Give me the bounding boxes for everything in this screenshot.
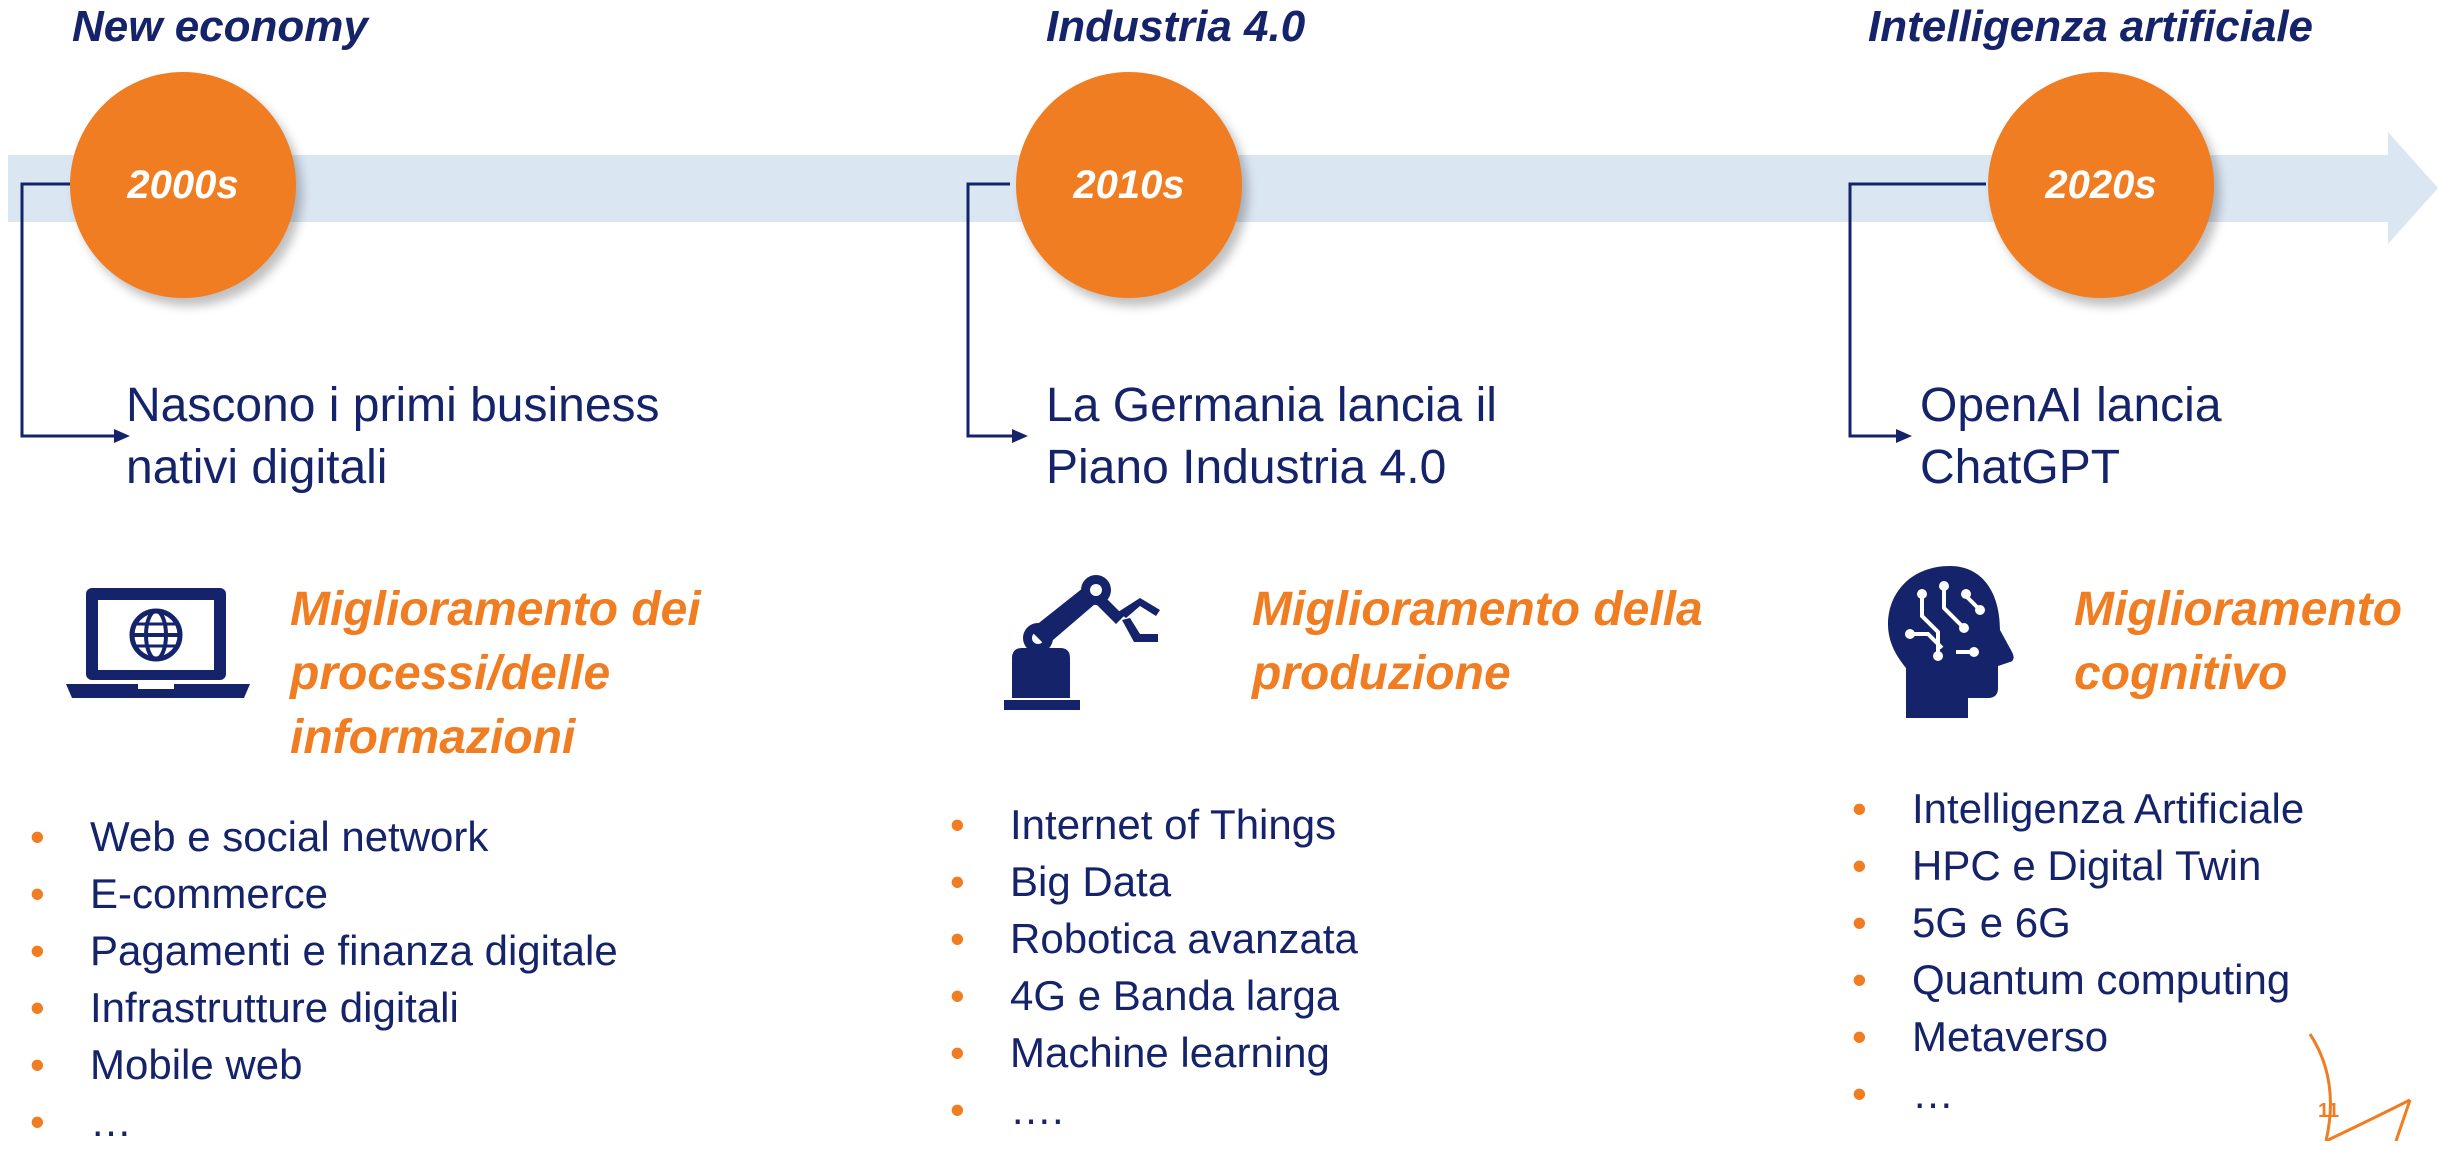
bullet-icon: • [30,927,45,974]
event-line: La Germania lancia il [1046,379,1497,432]
list-item-text: …. [1010,1086,1064,1133]
bullet-icon: • [1852,785,1867,832]
bullet-icon: • [950,858,965,905]
bullet-icon: • [30,984,45,1031]
bullet-icon: • [950,1086,965,1133]
decade-circle-2010s: 2010s [1016,72,1242,298]
list-item-text: HPC e Digital Twin [1912,842,2262,889]
bullet-icon: • [950,915,965,962]
list-item: • 4G e Banda larga [950,967,1358,1024]
list-item: • Internet of Things [950,796,1358,853]
list-item-text: … [1912,1070,1954,1117]
bullet-icon: • [1852,899,1867,946]
heading-2000s: Miglioramento dei processi/delle informa… [290,578,701,770]
list-item-text: Robotica avanzata [1010,915,1358,962]
list-item: • Intelligenza Artificiale [1852,780,2304,837]
bullet-icon: • [30,870,45,917]
list-item-text: Internet of Things [1010,801,1337,848]
list-item-text: Mobile web [90,1041,303,1088]
heading-line: produzione [1252,647,1511,700]
list-item-text: Intelligenza Artificiale [1912,785,2305,832]
connector-2020s [1848,182,1986,438]
list-item: •… [30,1093,618,1150]
list-item: • Big Data [950,853,1358,910]
list-item-text: Infrastrutture digitali [90,984,459,1031]
items-list-2000s: • Web e social network • E-commerce • Pagam… [30,808,618,1150]
event-2010s: La Germania lancia il Piano Industria 4.… [1046,375,1497,499]
event-line: OpenAI lancia [1920,379,2222,432]
heading-2010s: Miglioramento della produzione [1252,578,1703,706]
heading-line: informazioni [290,711,576,764]
list-item-text: Metaverso [1912,1013,2109,1060]
list-item-text: … [90,1098,132,1145]
list-item-text: Quantum computing [1912,956,2291,1003]
heading-line: cognitivo [2074,647,2288,700]
bullet-icon: • [30,813,45,860]
list-item-text: 5G e 6G [1912,899,2071,946]
decade-label: 2020s [2045,162,2157,207]
event-line: ChatGPT [1920,441,2121,494]
list-item: • Web e social network [30,808,618,865]
page-number: 11 [2318,1100,2340,1122]
bullet-icon: • [950,801,965,848]
list-item: • Infrastrutture digitali [30,979,618,1036]
list-item-text: E-commerce [90,870,329,917]
list-item-text: 4G e Banda larga [1010,972,1340,1019]
list-item: • 5G e 6G [1852,894,2304,951]
list-item: • Machine learning [950,1024,1358,1081]
decade-circle-2000s: 2000s [70,72,296,298]
heading-line: processi/delle [290,647,611,700]
bullet-icon: • [30,1041,45,1088]
ai-head-icon [1888,566,2014,718]
items-list-2010s: • Internet of Things • Big Data • Robotica … [950,796,1358,1138]
event-line: Piano Industria 4.0 [1046,441,1447,494]
list-item: • E-commerce [30,865,618,922]
laptop-globe-icon [66,588,250,698]
heading-line: Miglioramento [2074,583,2403,636]
robot-arm-icon [1004,575,1160,710]
list-item: • HPC e Digital Twin [1852,837,2304,894]
era-title-new-economy: New economy [72,2,368,51]
era-title-ai: Intelligenza artificiale [1868,2,2314,51]
event-2020s: OpenAI lancia ChatGPT [1920,375,2222,499]
page-corner-decoration-icon [2308,1033,2412,1141]
event-line: Nascono i primi business [126,379,660,432]
connector-arrowhead-2010s [1012,429,1028,443]
bullet-icon: • [1852,1070,1867,1117]
list-item-text: Web e social network [90,813,489,860]
bullet-icon: • [1852,1013,1867,1060]
bullet-icon: • [950,972,965,1019]
decade-label: 2010s [1073,162,1185,207]
heading-line: Miglioramento dei [290,583,701,636]
connector-arrowhead-2000s [114,429,130,443]
event-2000s: Nascono i primi business nativi digitali [126,375,660,499]
list-item: • Metaverso [1852,1008,2304,1065]
list-item-text: Pagamenti e finanza digitale [90,927,618,974]
list-item: •… [1852,1065,2304,1122]
event-line: nativi digitali [126,441,388,494]
list-item: • Pagamenti e finanza digitale [30,922,618,979]
bullet-icon: • [1852,842,1867,889]
connector-2010s [966,182,1016,438]
items-list-2020s: • Intelligenza Artificiale • HPC e Digital… [1852,780,2304,1122]
connector-2000s [20,182,118,438]
list-item-text: Big Data [1010,858,1172,905]
decade-circle-2020s: 2020s [1988,72,2214,298]
list-item: • Robotica avanzata [950,910,1358,967]
connector-arrowhead-2020s [1896,429,1912,443]
era-title-industria: Industria 4.0 [1046,2,1306,51]
decade-label: 2000s [127,162,239,207]
list-item: • Quantum computing [1852,951,2304,1008]
heading-line: Miglioramento della [1252,583,1703,636]
bullet-icon: • [950,1029,965,1076]
list-item-text: Machine learning [1010,1029,1330,1076]
heading-2020s: Miglioramento cognitivo [2074,578,2402,706]
list-item: • Mobile web [30,1036,618,1093]
bullet-icon: • [1852,956,1867,1003]
list-item: • …. [950,1081,1358,1138]
bullet-icon: • [30,1098,45,1145]
